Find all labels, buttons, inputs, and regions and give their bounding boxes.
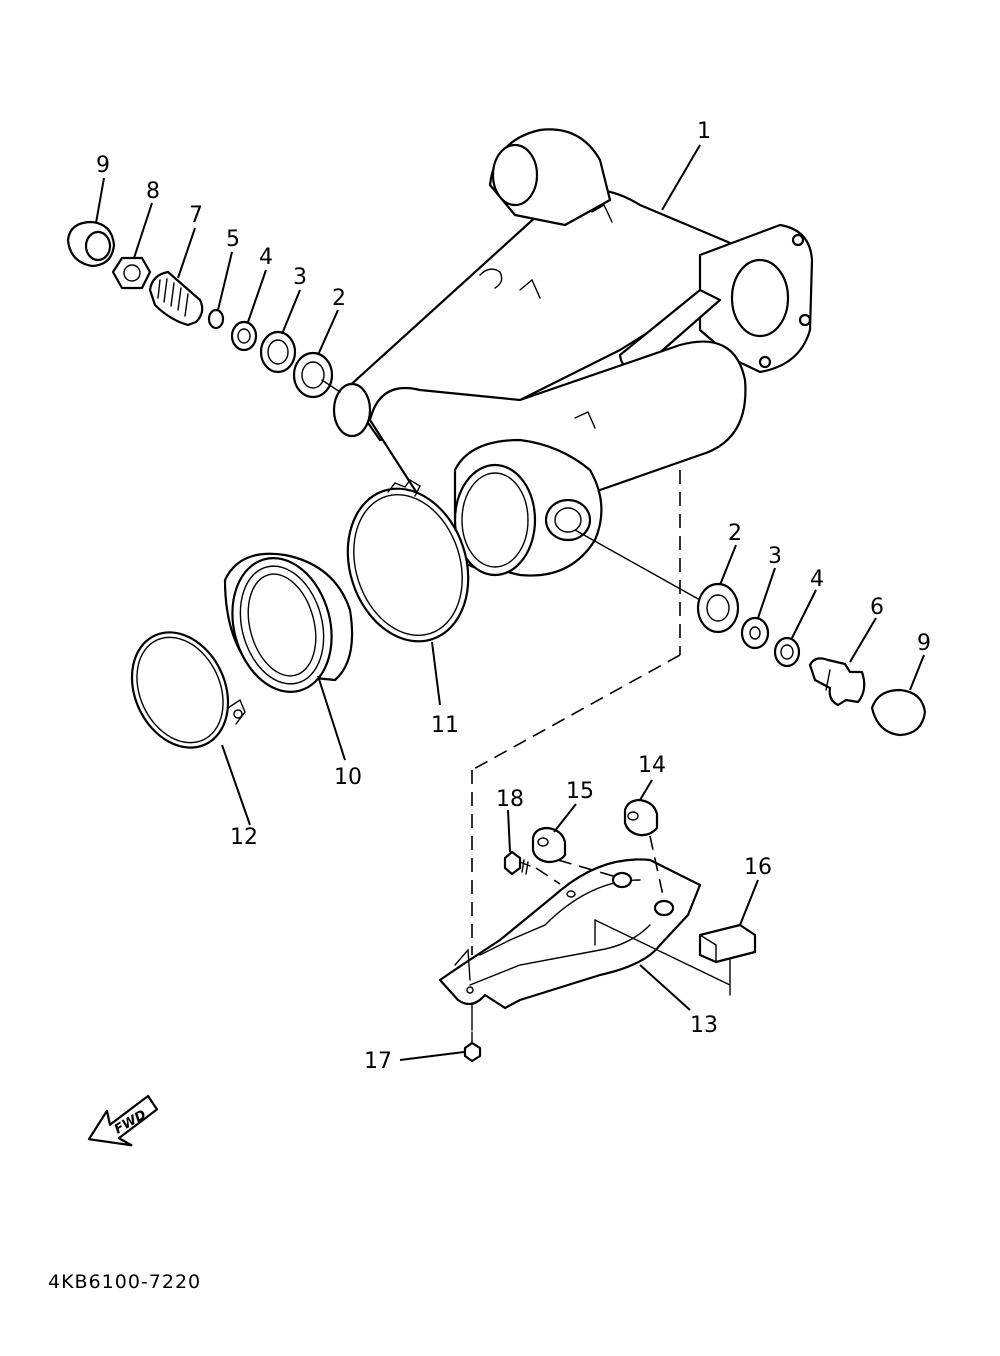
callout-4-right: 4 xyxy=(810,567,824,592)
callout-17: 17 xyxy=(364,1049,392,1074)
callout-16: 16 xyxy=(744,855,772,880)
callout-11: 11 xyxy=(431,713,459,738)
guard-assembly xyxy=(438,798,757,1063)
callout-8: 8 xyxy=(146,179,160,204)
callout-12: 12 xyxy=(230,825,258,850)
diagram-code: 4KB6100-7220 xyxy=(48,1271,201,1293)
callout-9-left: 9 xyxy=(96,153,110,178)
leader-lines xyxy=(95,144,925,1061)
callout-10: 10 xyxy=(334,765,362,790)
callout-7: 7 xyxy=(189,203,203,228)
callout-14: 14 xyxy=(638,753,666,778)
callout-3-right: 3 xyxy=(768,544,782,569)
callout-15: 15 xyxy=(566,779,594,804)
callout-3-left: 3 xyxy=(293,265,307,290)
callout-9-right: 9 xyxy=(917,631,931,656)
callout-2-left: 2 xyxy=(332,286,346,311)
callout-2-right: 2 xyxy=(728,521,742,546)
fwd-arrow: FWD xyxy=(87,1094,159,1147)
callouts: 1 9 8 7 5 4 3 2 2 3 4 6 9 11 10 12 14 15… xyxy=(96,119,931,1074)
callout-18: 18 xyxy=(496,787,524,812)
callout-13: 13 xyxy=(690,1013,718,1038)
callout-5: 5 xyxy=(226,227,240,252)
callout-1: 1 xyxy=(697,119,711,144)
left-pivot-parts xyxy=(66,220,341,399)
right-pivot-parts xyxy=(574,529,927,737)
swingarm xyxy=(332,128,814,577)
callout-4-left: 4 xyxy=(259,245,273,270)
boot-and-clamps xyxy=(130,479,470,749)
callout-6: 6 xyxy=(870,595,884,620)
